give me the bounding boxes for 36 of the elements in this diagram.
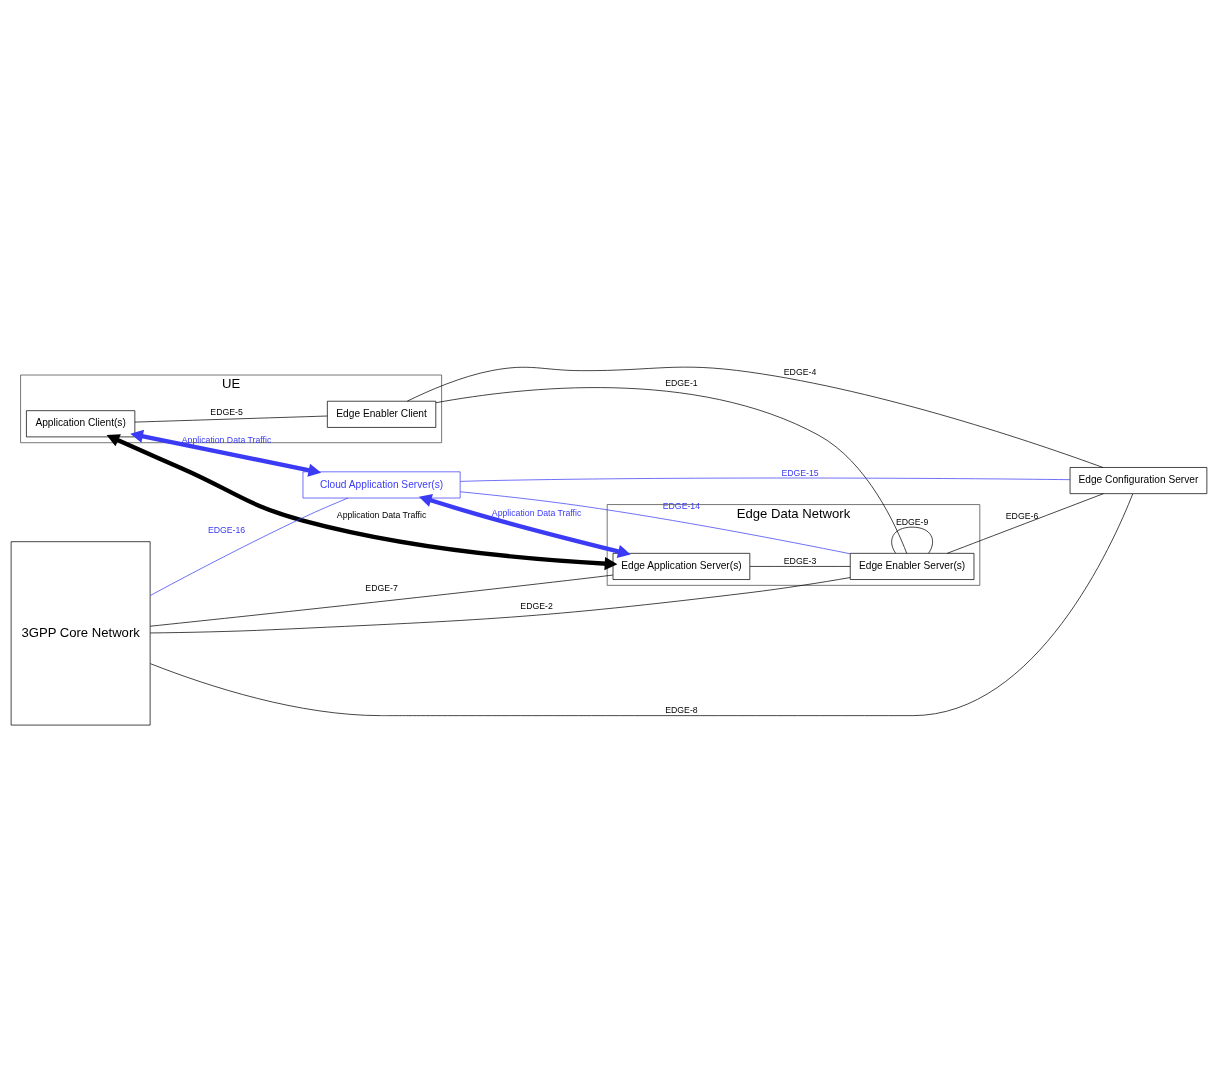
edge-label: Application Data Traffic	[491, 507, 582, 518]
node-box: Edge Enabler Client	[327, 400, 437, 428]
node-box: Edge Application Server(s)	[612, 552, 751, 580]
edge-label: EDGE-1	[665, 377, 698, 388]
edge-label: EDGE-16	[207, 524, 246, 535]
edge-label: EDGE-7	[365, 582, 398, 593]
connector	[435, 386, 908, 554]
arrow	[418, 493, 631, 558]
edge-label: EDGE-9	[895, 516, 929, 527]
connector	[891, 526, 933, 553]
connector	[946, 492, 1104, 554]
node-box: Cloud Application Server(s)	[302, 470, 461, 498]
edge-label: Application Data Traffic	[336, 509, 427, 520]
connector	[134, 415, 328, 422]
arrow	[130, 429, 322, 477]
connector	[149, 574, 614, 627]
edge-label: EDGE-8	[665, 704, 698, 715]
node-box: 3GPP Core Network	[10, 540, 151, 725]
connector	[460, 490, 851, 554]
edge-label: EDGE-5	[210, 406, 243, 417]
arrow	[106, 433, 618, 570]
edge-label: EDGE-15	[781, 467, 819, 478]
node-box: Edge Enabler Server(s)	[849, 552, 975, 580]
node-box: Edge Configuration Server	[1069, 466, 1208, 494]
edge-label: EDGE-3	[783, 555, 817, 566]
connector	[150, 493, 1134, 716]
connector	[149, 576, 851, 633]
connector	[749, 565, 851, 567]
edge-label: Application Data Traffic	[181, 434, 272, 445]
edge-label: EDGE-6	[1005, 510, 1039, 521]
edge-label: EDGE-4	[783, 366, 817, 377]
connector	[149, 497, 349, 596]
connector	[406, 366, 1104, 468]
connector	[460, 477, 1071, 482]
edge-label: EDGE-2	[520, 600, 553, 611]
node-box: Application Client(s)	[26, 409, 136, 437]
